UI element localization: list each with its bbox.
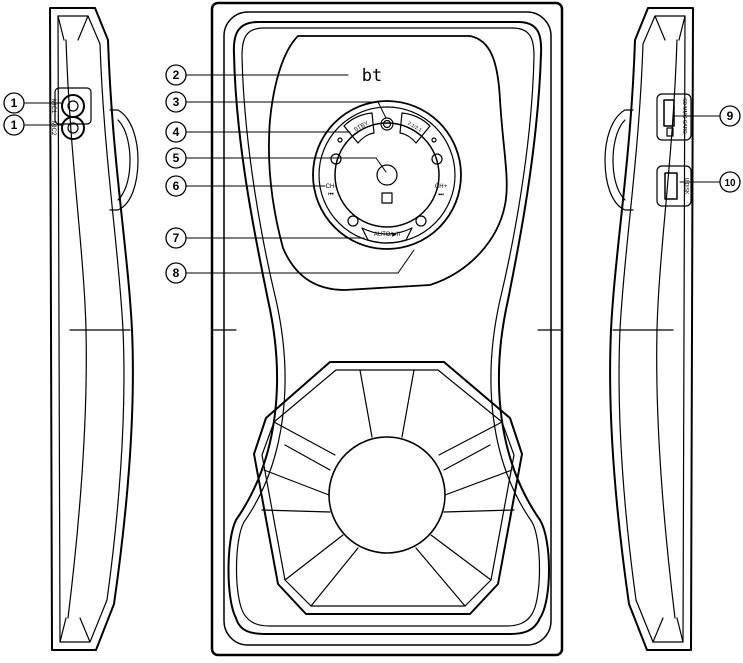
- callout-2: 2: [165, 64, 187, 86]
- callout-4-num: 4: [173, 125, 180, 139]
- callout-2-num: 2: [173, 68, 180, 82]
- control-knob[interactable]: [312, 100, 462, 250]
- right-side-view: SD MMC CARD U DISK: [604, 7, 694, 651]
- usb-port[interactable]: U DISK: [656, 165, 692, 207]
- left-side-view: MIC1 MIC2: [49, 7, 139, 651]
- callout-10: 10: [719, 171, 741, 193]
- woofer: [253, 361, 523, 615]
- prev-icon: ⏮: [328, 192, 334, 198]
- auto-play-label: AUTO/▶II: [374, 232, 401, 238]
- ch-plus-label: CH+: [435, 184, 448, 190]
- callout-5-num: 5: [173, 151, 180, 165]
- standby-led: [380, 117, 394, 131]
- stop-icon: [381, 192, 393, 204]
- display-text: bt: [362, 66, 382, 86]
- callout-7-num: 7: [173, 231, 180, 245]
- leader-lines: [24, 74, 721, 274]
- mic1-label: MIC1: [50, 99, 56, 114]
- stby-button[interactable]: STBY: [343, 112, 375, 144]
- mic1-jack[interactable]: [54, 87, 92, 125]
- callout-9: 9: [719, 105, 741, 127]
- callout-3: 3: [165, 91, 187, 113]
- callout-3-num: 3: [173, 95, 180, 109]
- next-icon: ⏭: [438, 192, 444, 198]
- callout-1a: 1: [3, 92, 25, 114]
- callout-8-num: 8: [173, 266, 180, 280]
- callout-10-num: 10: [724, 178, 736, 189]
- ch-minus-label: CH-: [326, 184, 337, 190]
- mic2-jack[interactable]: [55, 110, 91, 146]
- mode-button[interactable]: 2.1/2.1: [399, 112, 431, 144]
- callout-7: 7: [165, 227, 187, 249]
- sd-card-slot[interactable]: SD MMC CARD: [656, 93, 692, 141]
- callout-8: 8: [165, 262, 187, 284]
- mic2-label: MIC2: [50, 121, 56, 136]
- callout-6-num: 6: [173, 179, 180, 193]
- callout-6: 6: [165, 175, 187, 197]
- callout-5: 5: [165, 147, 187, 169]
- callout-1a-num: 1: [11, 96, 18, 110]
- front-view: bt STBY 2.1/2.1 CH-: [210, 1, 564, 657]
- display: bt: [362, 66, 382, 86]
- callout-1b-num: 1: [11, 118, 18, 132]
- callout-9-num: 9: [727, 109, 734, 123]
- callout-1b: 1: [3, 114, 25, 136]
- auto-play-button[interactable]: AUTO/▶II: [361, 227, 413, 244]
- ch-plus-button[interactable]: CH+ ⏭: [435, 184, 448, 198]
- callout-4: 4: [165, 121, 187, 143]
- usb-label: U DISK: [683, 178, 689, 195]
- ch-minus-button[interactable]: CH- ⏮: [326, 184, 337, 198]
- stby-label: STBY: [353, 121, 370, 134]
